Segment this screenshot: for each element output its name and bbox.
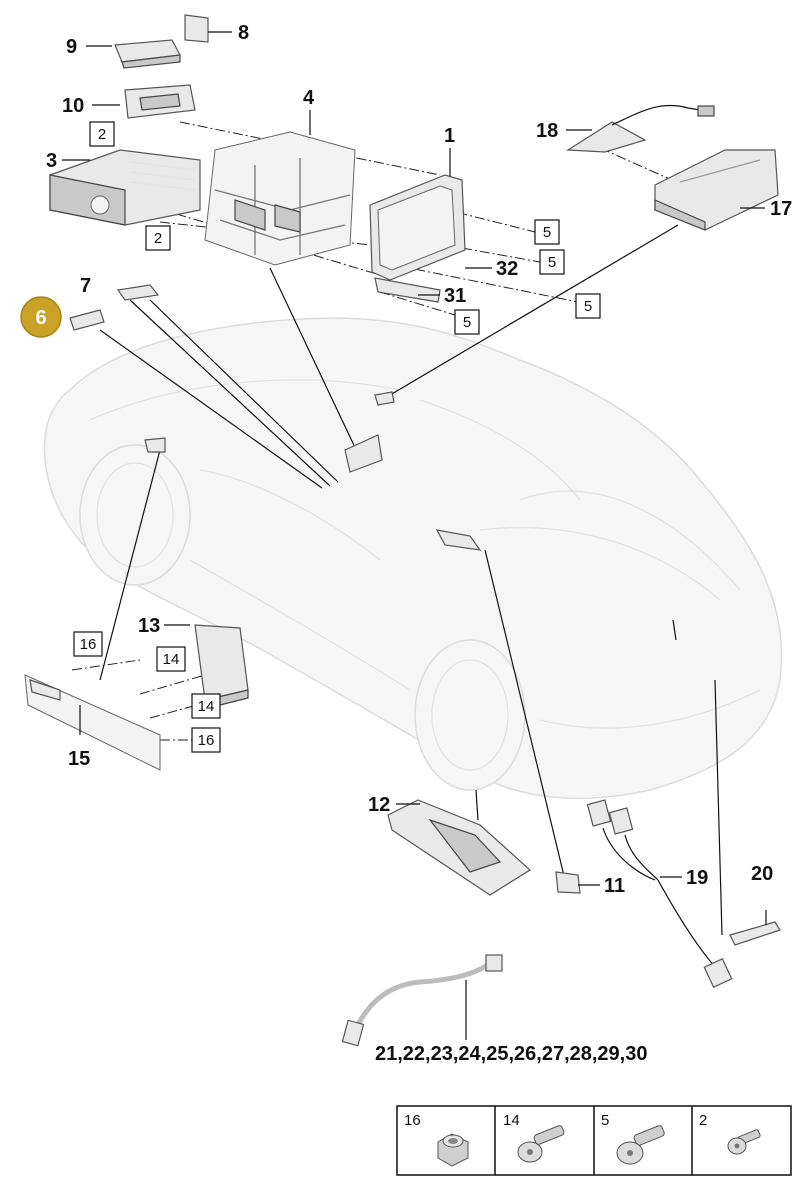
callout-11: 11	[604, 875, 625, 897]
legend-cell-16: 16	[404, 1112, 469, 1167]
legend-number-14: 14	[503, 1112, 520, 1129]
callout-20: 20	[751, 863, 773, 885]
legend-cell-14: 14	[503, 1112, 565, 1163]
boxed-5-b: 5	[548, 254, 556, 271]
callout-1: 1	[444, 125, 455, 147]
callout-12: 12	[368, 794, 390, 816]
legend-number-16: 16	[404, 1112, 421, 1129]
boxed-5-a: 5	[543, 224, 551, 241]
part-10-bracket	[124, 84, 196, 119]
part-20-part	[729, 910, 781, 946]
small-screw-icon	[727, 1129, 761, 1155]
boxed-2-b: 2	[154, 230, 162, 247]
callout-7: 7	[80, 275, 91, 297]
callout-21-30: 21,22,23,24,25,26,27,28,29,30	[375, 1043, 647, 1065]
callout-8: 8	[238, 22, 249, 44]
boxed-14-b: 14	[198, 698, 215, 715]
part-19-cable	[586, 799, 733, 988]
part-1-display	[369, 174, 466, 281]
part-12-tray	[387, 799, 531, 896]
boxed-5-c: 5	[584, 298, 592, 315]
part-3-head-unit	[49, 149, 201, 226]
boxed-14-a: 14	[163, 651, 180, 668]
legend-cell-2: 2	[699, 1112, 761, 1155]
leader-lines	[99, 224, 723, 936]
callout-10: 10	[62, 95, 84, 117]
part-11-clip	[555, 871, 581, 894]
hex-nut-icon	[437, 1133, 469, 1167]
part-21-30-cable	[341, 954, 503, 1047]
number-callouts: 9 8 10 3 4 1 18 17 32 31 7 13 15 12 11 1…	[46, 22, 792, 1065]
part-18-antenna	[566, 104, 715, 153]
callout-17: 17	[770, 198, 792, 220]
part-7-connector	[116, 284, 160, 301]
callout-9: 9	[66, 36, 77, 58]
legend-number-2: 2	[699, 1112, 707, 1129]
callout-4: 4	[303, 87, 315, 109]
part-car-mounted-unit	[144, 391, 482, 551]
callout-15: 15	[68, 748, 90, 770]
legend-number-5: 5	[601, 1112, 609, 1129]
part-31-bracket	[374, 277, 441, 303]
callout-leaders	[62, 31, 765, 1040]
boxed-5-d: 5	[463, 314, 471, 331]
callout-13: 13	[138, 615, 160, 637]
callout-19: 19	[686, 867, 708, 889]
bolt-icon	[517, 1125, 565, 1163]
callout-32: 32	[496, 258, 518, 280]
car-silhouette	[43, 317, 783, 800]
part-6-connector	[69, 309, 105, 331]
boxed-callouts: 2 2 5 5 5 5 16 14 14 16	[73, 121, 601, 753]
boxed-2-a: 2	[98, 126, 106, 143]
callout-18: 18	[536, 120, 558, 142]
part-17-amplifier	[654, 149, 779, 231]
part-8-connector	[184, 14, 209, 43]
screw-icon	[616, 1125, 665, 1165]
callout-6-highlight[interactable]: 6	[20, 296, 62, 338]
callout-31: 31	[444, 285, 466, 307]
fastener-legend: 16 14 5 2	[396, 1105, 792, 1176]
part-15-bracket	[24, 674, 161, 771]
legend-cell-5: 5	[601, 1112, 665, 1165]
callout-3: 3	[46, 150, 57, 172]
part-9-module	[114, 39, 181, 69]
boxed-16-b: 16	[198, 732, 215, 749]
callout-6: 6	[35, 307, 46, 329]
part-4-frame	[204, 131, 356, 266]
boxed-16-a: 16	[80, 636, 97, 653]
